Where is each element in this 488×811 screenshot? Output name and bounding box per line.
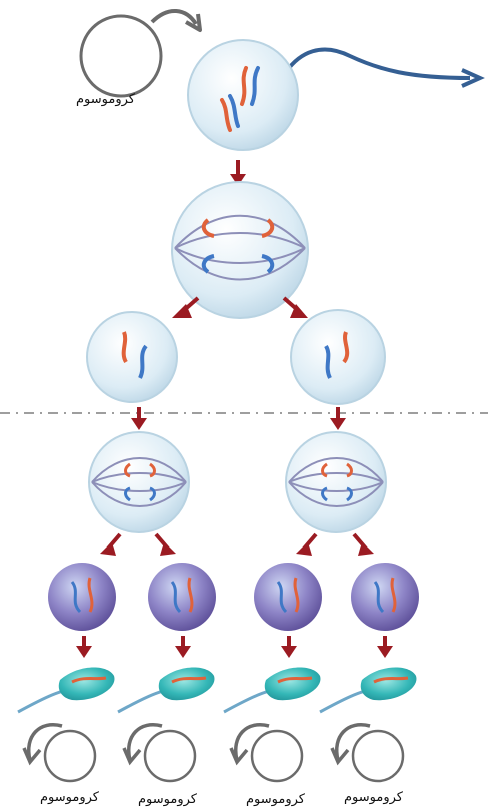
bottom-chromosome-label-3: کروموسوم xyxy=(246,792,305,807)
metaphase-two-cell-right xyxy=(285,431,387,533)
blue-arrow-head-icon xyxy=(461,68,485,88)
sperm-4 xyxy=(319,667,417,714)
circular-arrow-head-icon xyxy=(185,13,202,32)
blue-curved-arrow xyxy=(284,47,471,80)
down-arrow-icon xyxy=(175,636,191,658)
secondary-cell-left xyxy=(86,311,178,403)
chromosome-pair xyxy=(220,66,260,132)
down-left-arrow-icon xyxy=(296,532,318,556)
down-arrow-icon xyxy=(281,636,297,658)
spermatid-4 xyxy=(351,563,419,631)
spermatid-3 xyxy=(254,563,322,631)
sperm-2 xyxy=(117,667,215,714)
bottom-cycle-1 xyxy=(22,723,97,783)
sperm-1 xyxy=(17,667,115,714)
down-arrow-icon xyxy=(76,636,92,658)
chromosome-circle-icon xyxy=(79,14,163,98)
bottom-cycle-3 xyxy=(229,723,304,783)
down-right-arrow-icon xyxy=(154,532,176,556)
spermatid-2 xyxy=(148,563,216,631)
secondary-cell-right xyxy=(290,309,386,405)
down-right-arrow-icon xyxy=(282,296,308,318)
top-chromosome-label: کروموسوم xyxy=(76,92,135,107)
top-chromosome-icon-group xyxy=(79,9,202,98)
bottom-chromosome-label-4: کروموسوم xyxy=(344,790,403,805)
bottom-cycle-2 xyxy=(122,723,197,783)
sperm-3 xyxy=(223,667,321,714)
bottom-chromosome-label-1: کروموسوم xyxy=(40,790,99,805)
bottom-chromosome-label-2: کروموسوم xyxy=(138,792,197,807)
down-arrow-icon xyxy=(230,160,246,186)
metaphase-two-cell-left xyxy=(88,431,190,533)
primary-cell xyxy=(187,39,299,151)
down-left-arrow-icon xyxy=(100,532,122,556)
spermatid-1 xyxy=(48,563,116,631)
circular-arrow-icon xyxy=(150,9,198,26)
down-arrow-icon xyxy=(330,407,346,430)
bottom-cycle-4 xyxy=(330,723,405,783)
metaphase-one-cell xyxy=(171,181,309,319)
down-arrow-icon xyxy=(377,636,393,658)
down-arrow-icon xyxy=(131,407,147,430)
down-left-arrow-icon xyxy=(172,296,200,318)
down-right-arrow-icon xyxy=(352,532,374,556)
